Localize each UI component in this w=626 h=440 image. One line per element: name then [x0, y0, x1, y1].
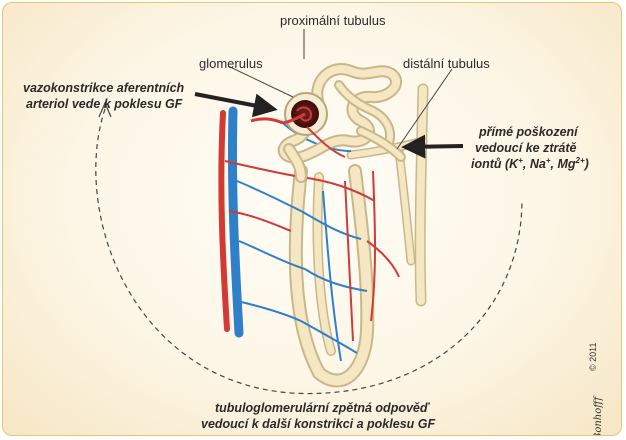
capillary-network	[224, 120, 400, 362]
distal-tubule-shape	[356, 126, 406, 162]
ions-line: iontů (K+, Na+, Mg2+)	[471, 156, 589, 171]
ions-suffix: )	[584, 157, 589, 172]
copyright-notice: © 2011	[588, 342, 598, 372]
ions-sup-k: +	[518, 156, 523, 165]
damage-line-2: vedoucí ke ztrátě	[475, 141, 577, 155]
vasoconstriction-line-1: vazokonstrikce aferentních	[23, 81, 185, 95]
main-vessels	[218, 106, 244, 338]
loop-of-henle	[288, 164, 375, 388]
callout-arrows	[194, 29, 464, 159]
nephron-illustration	[95, 29, 523, 395]
vasoconstriction-line-2: arteriol vede k poklesu GF	[26, 97, 183, 111]
glomerulus-shape	[250, 92, 346, 158]
ions-sup-mg: 2+	[575, 156, 585, 165]
label-glomerulus: glomerulus	[199, 56, 263, 71]
damage-line-1: přímé poškození	[479, 125, 578, 139]
ions-prefix: iontů (K	[471, 157, 519, 172]
label-proximal-tubule: proximální tubulus	[280, 13, 386, 28]
label-distal-tubule: distální tubulus	[403, 56, 490, 71]
proximal-tubule	[277, 63, 402, 183]
feedback-line-2: vedoucí k další konstrikci a poklesu GF	[201, 417, 436, 431]
ions-mid-na: , Na	[522, 157, 546, 172]
feedback-arc	[95, 101, 523, 395]
figure-frame: proximální tubulus glomerulus distální t…	[2, 2, 622, 436]
feedback-line-1: tubuloglomerulární zpětná odpověď	[215, 401, 430, 415]
ions-mid-mg: , Mg	[550, 157, 576, 172]
ions-sup-na: +	[545, 156, 551, 165]
artist-signature: Bonhofff	[593, 396, 605, 436]
